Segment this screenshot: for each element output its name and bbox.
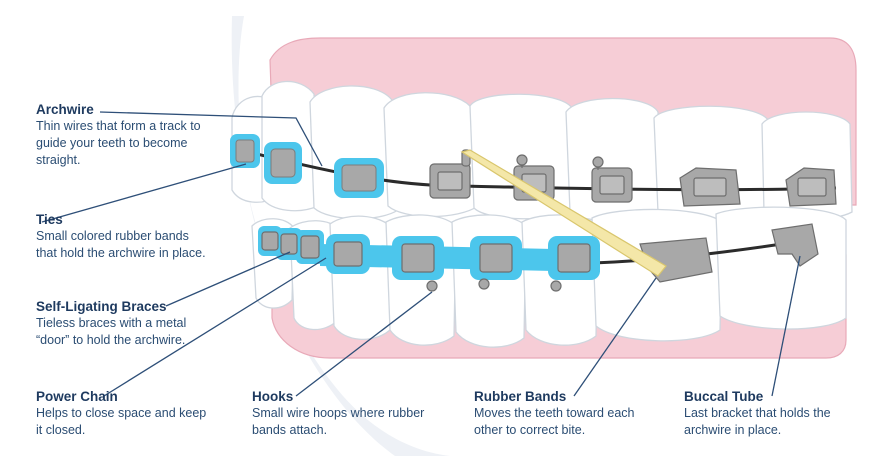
label-buccal-tube-desc-line: archwire in place. bbox=[684, 423, 782, 437]
lower-bracket bbox=[401, 243, 435, 273]
label-buccal-tube-desc-line: Last bracket that holds the bbox=[684, 406, 831, 420]
lower-bracket bbox=[261, 231, 279, 251]
label-archwire-desc-line: guide your teeth to become bbox=[36, 136, 188, 150]
label-archwire: Archwire Thin wires that form a track to… bbox=[36, 101, 201, 169]
label-power-chain-desc-line: it closed. bbox=[36, 423, 86, 437]
label-self-ligating-desc-line: “door” to hold the archwire. bbox=[36, 333, 186, 347]
label-self-ligating-term: Self-Ligating Braces bbox=[36, 299, 167, 314]
upper-bracket-2 bbox=[264, 142, 302, 184]
hook bbox=[550, 280, 562, 292]
label-power-chain-term: Power Chain bbox=[36, 389, 118, 404]
upper-bracket-4 bbox=[429, 149, 471, 199]
label-ties-desc-line: that hold the archwire in place. bbox=[36, 246, 206, 260]
upper-bracket-6 bbox=[591, 156, 633, 203]
upper-bracket-3 bbox=[334, 158, 384, 198]
lower-tooth bbox=[451, 214, 527, 348]
lower-tooth bbox=[521, 214, 599, 346]
leader-line-ties bbox=[41, 163, 247, 223]
lower-bracket bbox=[771, 223, 819, 267]
hook bbox=[426, 280, 438, 292]
label-rubber-bands-term: Rubber Bands bbox=[474, 389, 567, 404]
label-ties-term: Ties bbox=[36, 212, 63, 227]
lower-tooth bbox=[715, 206, 847, 330]
lower-bracket bbox=[479, 243, 513, 273]
lower-bracket bbox=[300, 235, 320, 259]
label-self-ligating-desc-line: Tieless braces with a metal bbox=[36, 316, 187, 330]
upper-bracket-8 bbox=[785, 167, 837, 207]
label-ties-desc-line: Small colored rubber bands bbox=[36, 229, 189, 243]
label-rubber-bands: Rubber Bands Moves the teeth toward each… bbox=[474, 388, 635, 439]
label-hooks-desc-line: bands attach. bbox=[252, 423, 328, 437]
label-hooks-desc-line: Small wire hoops where rubber bbox=[252, 406, 425, 420]
leader-lines bbox=[41, 111, 801, 397]
hooks bbox=[426, 278, 562, 292]
lower-teeth bbox=[251, 206, 847, 348]
lower-brackets bbox=[261, 223, 819, 283]
leader-line-power-chain bbox=[103, 257, 327, 397]
label-hooks-term: Hooks bbox=[252, 389, 294, 404]
leader-line-rubber-bands bbox=[573, 277, 657, 397]
upper-tooth bbox=[565, 97, 661, 222]
leader-line-archwire bbox=[99, 111, 323, 167]
upper-bracket-7 bbox=[679, 167, 741, 207]
label-archwire-term: Archwire bbox=[36, 102, 94, 117]
upper-bracket-1 bbox=[230, 134, 260, 168]
lower-bracket bbox=[557, 243, 591, 273]
leader-line-self-ligating bbox=[165, 251, 291, 307]
label-archwire-desc-line: Thin wires that form a track to bbox=[36, 119, 201, 133]
label-buccal-tube: Buccal Tube Last bracket that holds the … bbox=[684, 388, 831, 439]
leader-line-buccal-tube bbox=[771, 255, 801, 397]
leader-line-hooks bbox=[295, 291, 433, 397]
label-rubber-bands-desc-line: Moves the teeth toward each bbox=[474, 406, 635, 420]
label-ties: Ties Small colored rubber bands that hol… bbox=[36, 211, 206, 262]
label-self-ligating: Self-Ligating Braces Tieless braces with… bbox=[36, 298, 186, 349]
label-power-chain-desc-line: Helps to close space and keep bbox=[36, 406, 207, 420]
label-hooks: Hooks Small wire hoops where rubber band… bbox=[252, 388, 424, 439]
hook bbox=[478, 278, 490, 290]
label-buccal-tube-term: Buccal Tube bbox=[684, 389, 764, 404]
rubber-band bbox=[460, 149, 667, 277]
upper-brackets bbox=[230, 134, 837, 207]
label-rubber-bands-desc-line: other to correct bite. bbox=[474, 423, 586, 437]
label-power-chain: Power Chain Helps to close space and kee… bbox=[36, 388, 206, 439]
lower-bracket bbox=[280, 233, 298, 255]
lower-tooth bbox=[385, 214, 457, 346]
lower-bracket bbox=[333, 241, 363, 267]
label-archwire-desc-line: straight. bbox=[36, 153, 81, 167]
